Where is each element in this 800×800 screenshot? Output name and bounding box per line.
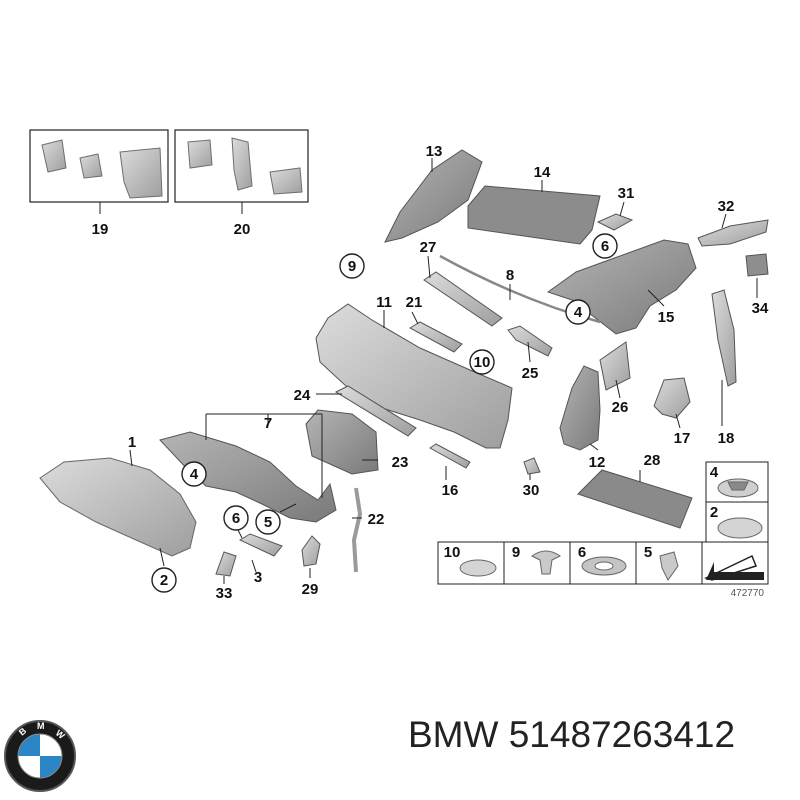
label-17: 17 — [674, 430, 691, 447]
part-23 — [305, 409, 379, 475]
part-16 — [429, 443, 471, 469]
label-31: 31 — [618, 185, 635, 202]
part-34 — [745, 253, 769, 277]
part-7 — [159, 431, 337, 523]
label-13: 13 — [426, 143, 443, 160]
label-33: 33 — [216, 585, 233, 602]
label-9: 9 — [348, 258, 356, 275]
label-16: 16 — [442, 482, 459, 499]
label-3: 3 — [254, 569, 262, 586]
part-18 — [711, 289, 737, 387]
part-27 — [423, 271, 503, 327]
callout-circles — [151, 233, 618, 593]
label-12: 12 — [589, 454, 606, 471]
label-21: 21 — [406, 294, 423, 311]
part-31 — [596, 213, 634, 231]
part-17 — [653, 377, 691, 419]
label-18: 18 — [718, 430, 735, 447]
part-26 — [599, 341, 631, 391]
svg-text:M: M — [37, 721, 45, 731]
label-2: 2 — [160, 572, 168, 589]
label-19: 19 — [92, 221, 109, 238]
label-22: 22 — [368, 511, 385, 528]
part-33 — [215, 551, 237, 577]
part-14 — [467, 185, 601, 245]
part-21 — [408, 321, 463, 353]
diagram-reference-number: 472770 — [731, 588, 765, 599]
label-14: 14 — [534, 164, 551, 181]
label-34: 34 — [752, 300, 769, 317]
label-6-top: 6 — [601, 238, 609, 255]
group-box-19 — [29, 129, 169, 203]
part-29 — [301, 535, 321, 567]
svg-text:B: B — [17, 725, 29, 737]
label-24: 24 — [294, 387, 311, 404]
legend-label-9: 9 — [512, 544, 520, 561]
label-7: 7 — [264, 415, 272, 432]
label-6-left: 6 — [232, 510, 240, 527]
legend-label-4: 4 — [710, 464, 719, 481]
part-19-pieces — [41, 139, 163, 199]
legend-icons — [459, 478, 764, 581]
label-11: 11 — [376, 294, 392, 311]
part-25 — [507, 325, 553, 357]
part-22 — [351, 487, 363, 573]
label-23: 23 — [392, 454, 409, 471]
label-4-top: 4 — [574, 304, 583, 321]
label-32: 32 — [718, 198, 735, 215]
part-15 — [546, 239, 697, 335]
label-5: 5 — [264, 514, 272, 531]
legend-label-2: 2 — [710, 504, 718, 521]
part-3 — [238, 533, 283, 557]
part-28 — [577, 469, 693, 529]
label-26: 26 — [612, 399, 629, 416]
label-29: 29 — [302, 581, 319, 598]
part-number: 51487263412 — [508, 714, 736, 755]
label-30: 30 — [523, 482, 540, 499]
part-32 — [697, 219, 769, 247]
label-8: 8 — [506, 267, 514, 284]
leader-lines — [129, 158, 758, 584]
label-15: 15 — [658, 309, 675, 326]
part-24 — [334, 385, 417, 437]
part-1 — [39, 457, 197, 557]
part-13 — [384, 149, 483, 243]
legend-label-10: 10 — [444, 544, 461, 561]
bmw-logo: B M W — [4, 720, 76, 792]
brand-name: BMW — [408, 714, 499, 755]
part-30 — [523, 457, 541, 475]
label-4-left: 4 — [190, 466, 199, 483]
legend-label-6: 6 — [578, 544, 586, 561]
label-28: 28 — [644, 452, 661, 469]
label-27: 27 — [420, 239, 437, 256]
label-20: 20 — [234, 221, 251, 238]
label-1: 1 — [128, 434, 136, 451]
part-12 — [559, 365, 601, 451]
part-caption: BMW 51487263412 — [408, 714, 788, 764]
label-10: 10 — [474, 354, 491, 371]
label-25: 25 — [522, 365, 539, 382]
legend-label-5: 5 — [644, 544, 652, 561]
part-20-pieces — [187, 137, 303, 195]
